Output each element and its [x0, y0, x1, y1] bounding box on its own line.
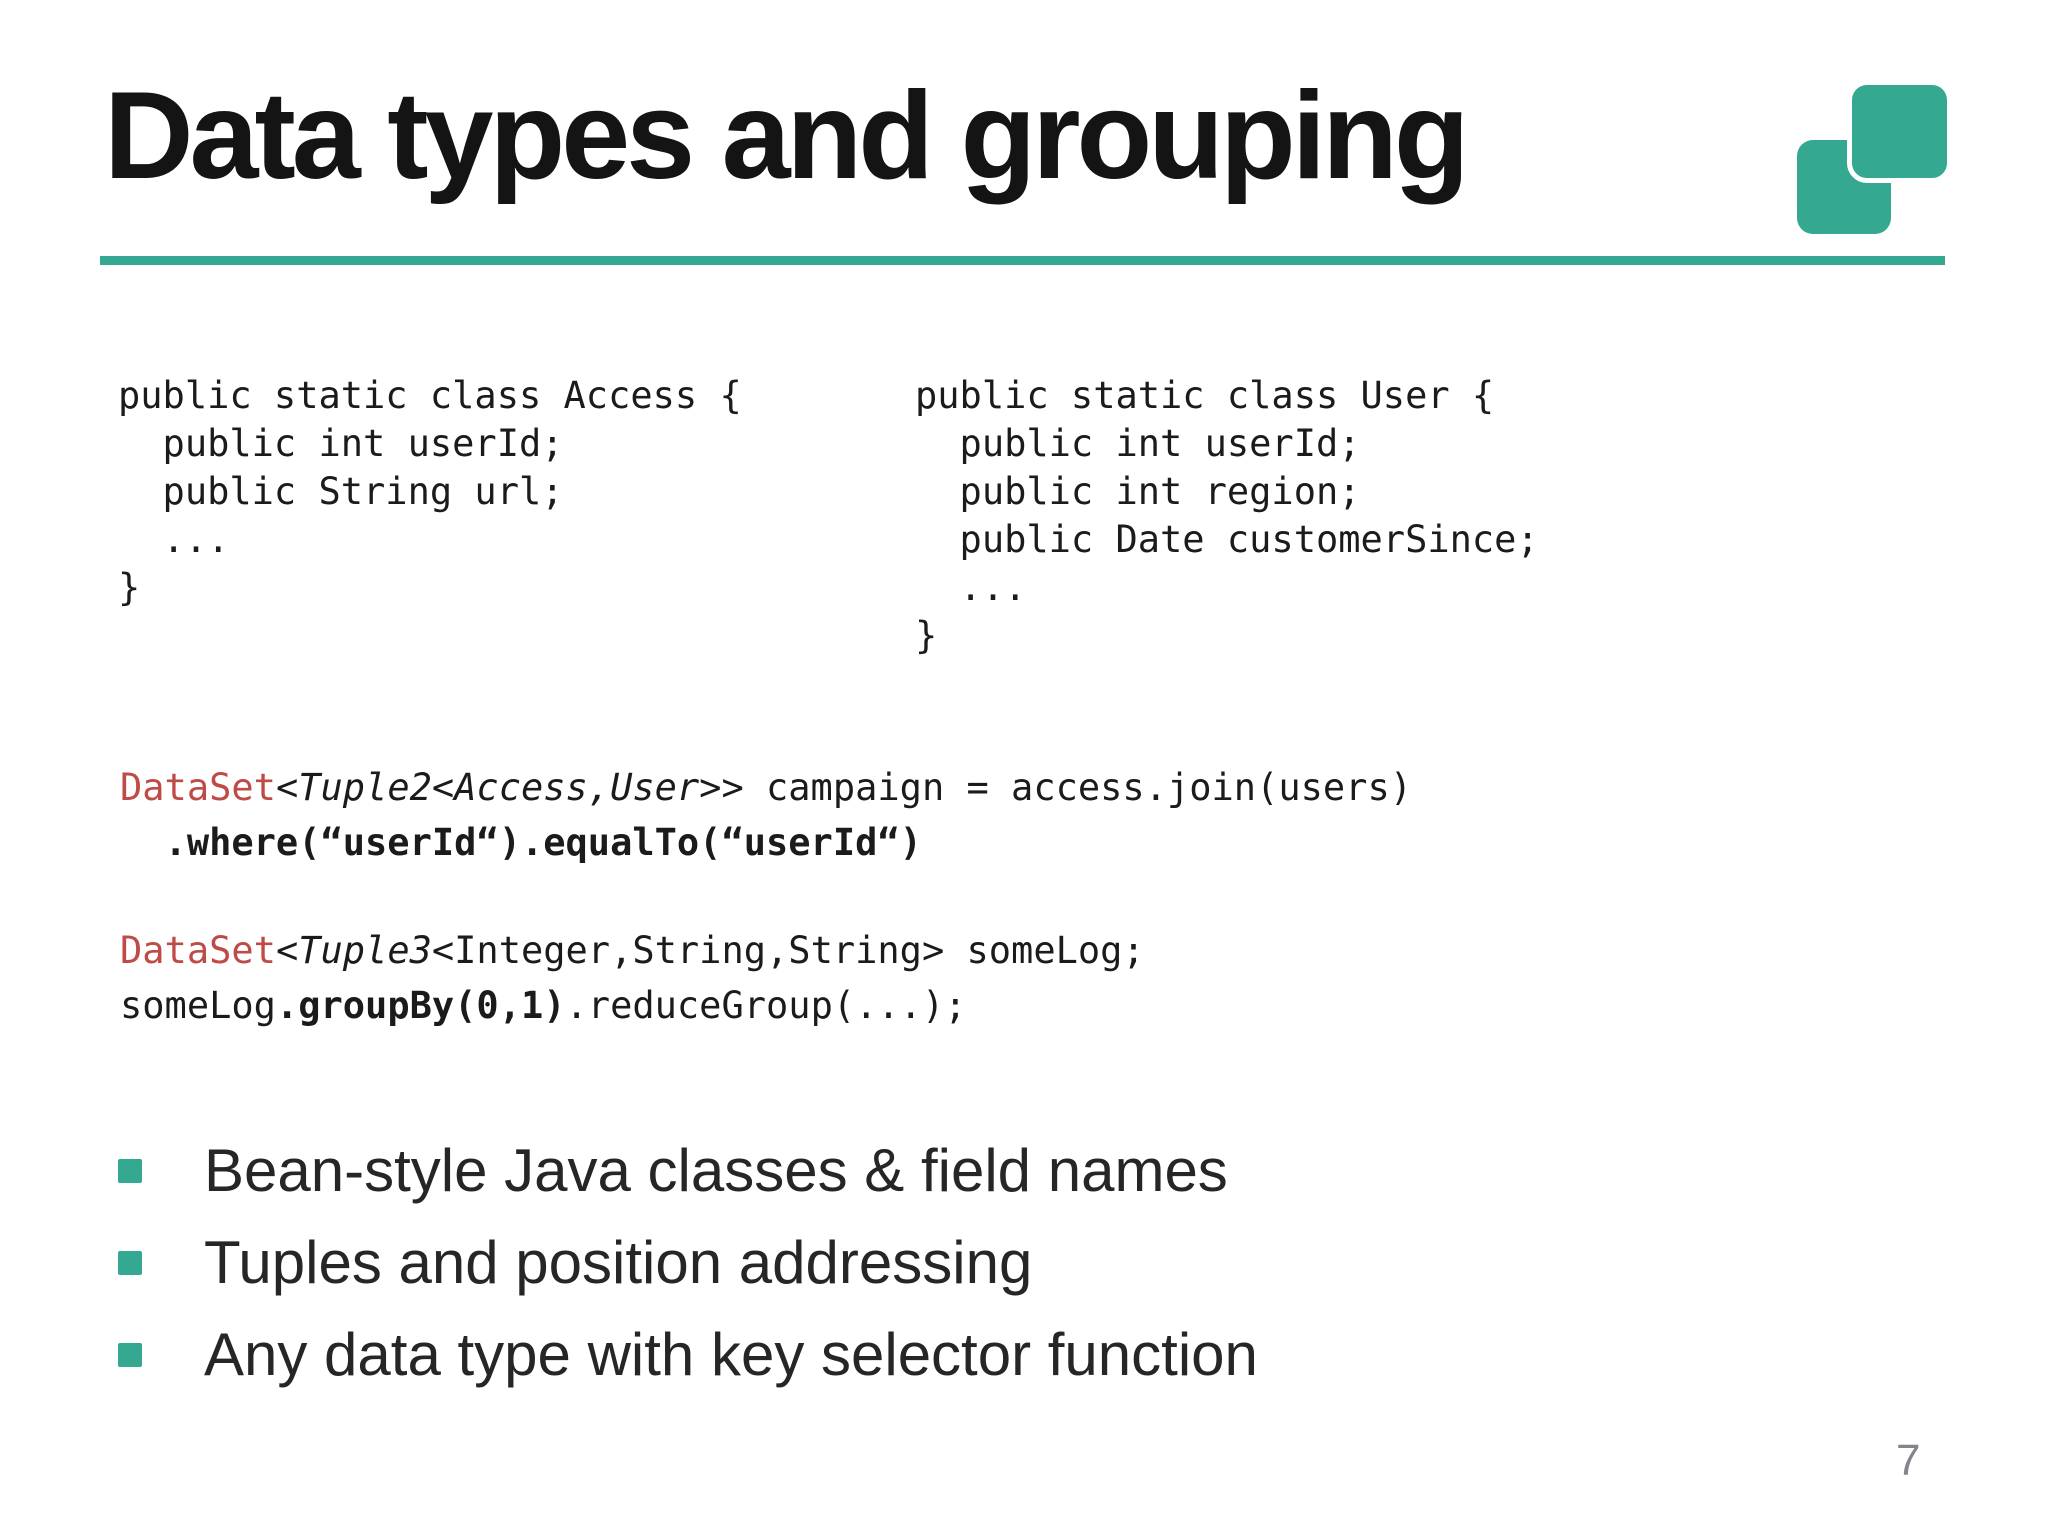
- logo-front-square-icon: [1847, 80, 1952, 183]
- title-underline: [100, 256, 1945, 265]
- code-block-access-class: public static class Access { public int …: [118, 374, 742, 609]
- bullet-list: Bean-style Java classes & field names Tu…: [118, 1124, 1258, 1400]
- bullet-item: Tuples and position addressing: [118, 1216, 1258, 1308]
- slide-title: Data types and grouping: [104, 67, 1470, 205]
- code-block-user-class: public static class User { public int us…: [915, 374, 1539, 657]
- overlapping-squares-logo-icon: [1790, 78, 1960, 238]
- bullet-square-icon: [118, 1159, 142, 1183]
- code-snippet-dataset-join: DataSet<Tuple2<Access,User>> campaign = …: [120, 766, 1413, 864]
- code-snippet-dataset-groupby: DataSet<Tuple3<Integer,String,String> so…: [120, 929, 1145, 1027]
- bullet-square-icon: [118, 1251, 142, 1275]
- bullet-label: Any data type with key selector function: [204, 1320, 1258, 1388]
- bullet-label: Tuples and position addressing: [204, 1228, 1033, 1296]
- bullet-item: Any data type with key selector function: [118, 1308, 1258, 1400]
- bullet-label: Bean-style Java classes & field names: [204, 1136, 1228, 1204]
- bullet-square-icon: [118, 1343, 142, 1367]
- page-number: 7: [1896, 1436, 1921, 1485]
- bullet-item: Bean-style Java classes & field names: [118, 1124, 1258, 1216]
